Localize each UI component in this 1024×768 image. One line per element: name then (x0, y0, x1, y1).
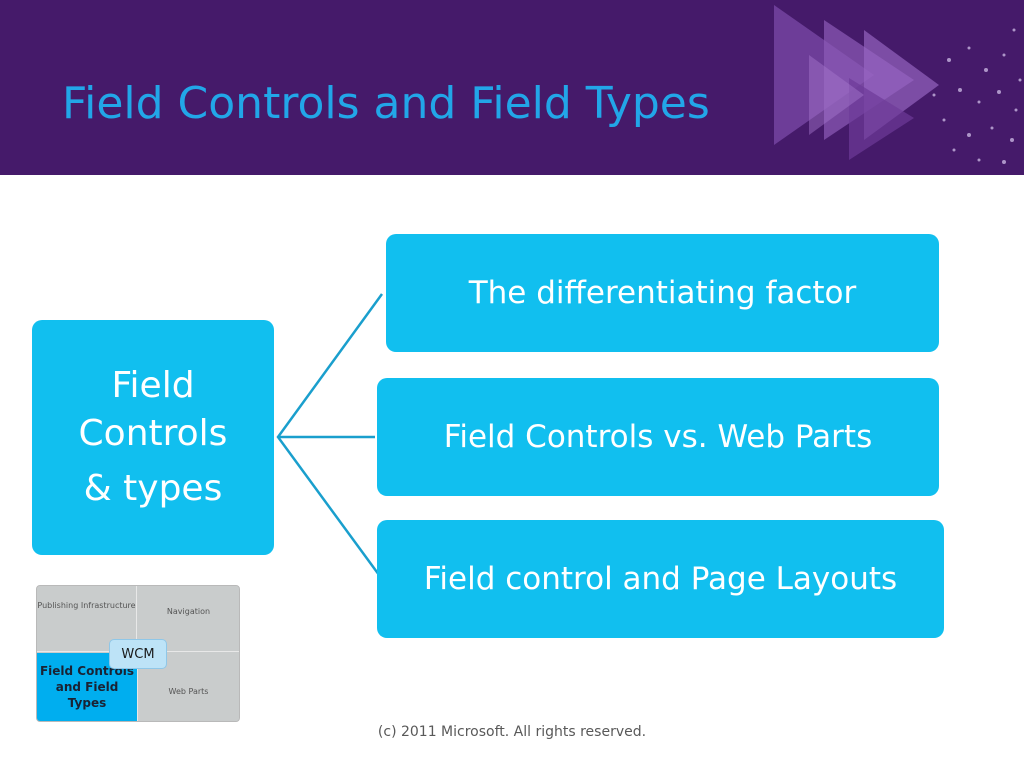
main-topic-line1: Field (111, 364, 195, 406)
wcm-badge: WCM (109, 639, 167, 669)
copyright-footer: (c) 2011 Microsoft. All rights reserved. (377, 724, 647, 740)
branch-label: Field Controls vs. Web Parts (443, 419, 873, 455)
main-topic-line3: & types (83, 467, 223, 509)
branch-label: Field control and Page Layouts (423, 561, 898, 597)
branch-box-differentiating-factor: The differentiating factor (386, 234, 939, 352)
main-topic-line2: Controls (78, 413, 228, 455)
header-banner: Field Controls and Field Types (0, 0, 1024, 175)
slide-title: Field Controls and Field Types (62, 78, 710, 129)
triangles-decoration (774, 5, 1022, 164)
branch-box-controls-vs-webparts: Field Controls vs. Web Parts (377, 378, 939, 496)
main-topic-box: Field Controls & types (32, 320, 274, 555)
branch-label: The differentiating factor (468, 275, 857, 311)
branch-box-page-layouts: Field control and Page Layouts (377, 520, 944, 638)
thumb-publishing-infrastructure: Publishing Infrastructure (37, 586, 137, 652)
